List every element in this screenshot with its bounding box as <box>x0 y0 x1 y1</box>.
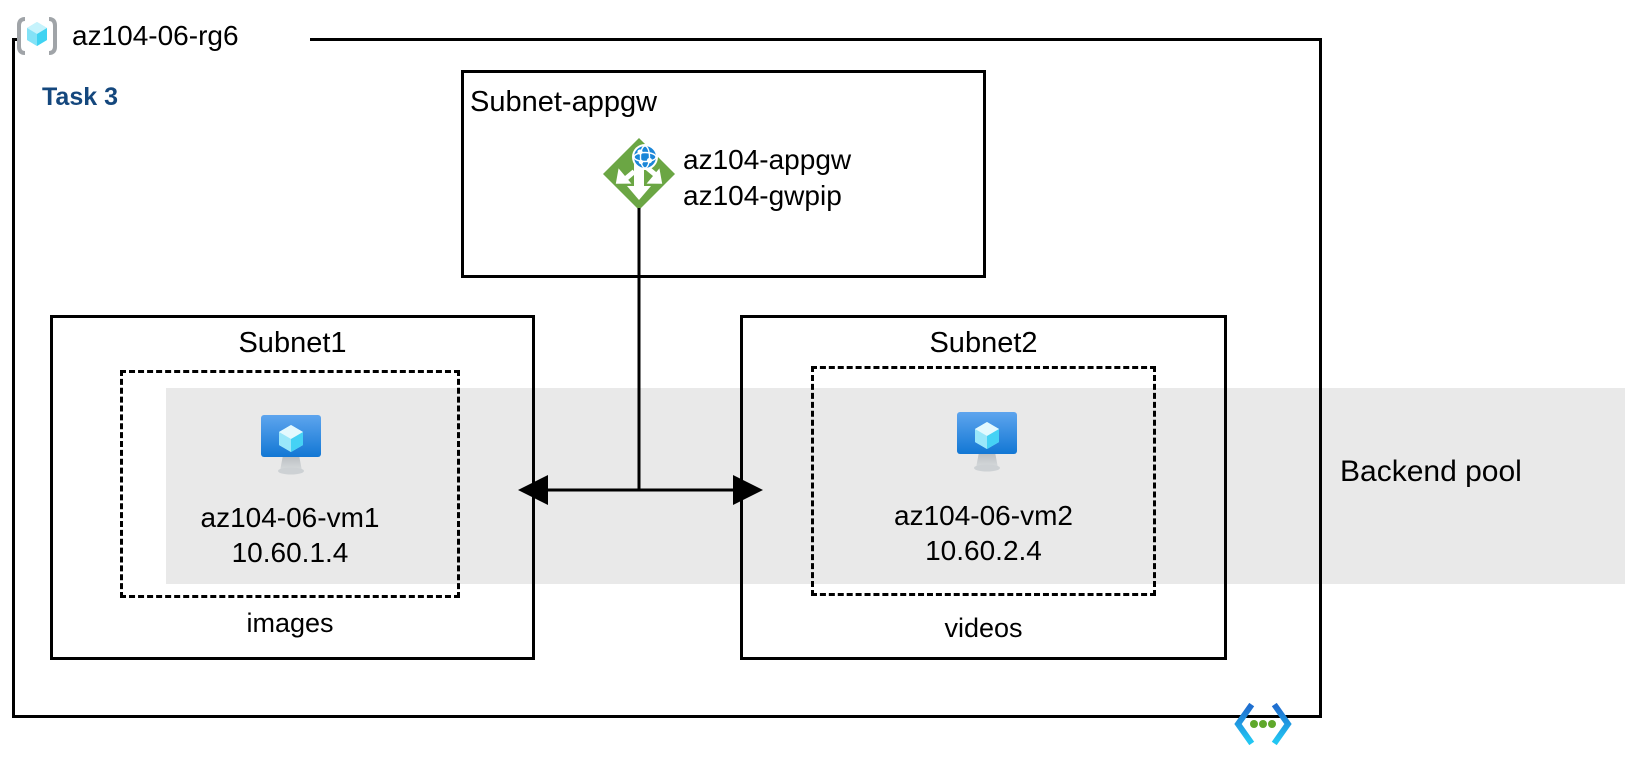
vm1-name: az104-06-vm1 <box>200 502 380 533</box>
subnet1-title: Subnet1 <box>238 327 347 359</box>
subnet1-vm-labels: az104-06-vm1 10.60.1.4 <box>120 500 460 570</box>
vm1-ip: 10.60.1.4 <box>231 537 349 568</box>
subnet-appgw-title: Subnet-appgw <box>470 86 658 118</box>
appgw-name: az104-appgw <box>683 144 852 175</box>
resource-group-boundary <box>12 38 1322 718</box>
subnet1-vm-group <box>120 370 460 598</box>
backend-pool-label: Backend pool <box>1340 455 1522 488</box>
vm2-name: az104-06-vm2 <box>894 500 1073 531</box>
subnet2-title: Subnet2 <box>929 327 1038 359</box>
vm2-ip: 10.60.2.4 <box>925 535 1042 566</box>
resource-group-title-gap <box>20 24 310 54</box>
subnet2-vm-labels: az104-06-vm2 10.60.2.4 <box>811 498 1156 568</box>
task-label: Task 3 <box>42 83 118 111</box>
subnet2-vm-group <box>811 366 1156 596</box>
resource-group-header: az104-06-rg6 <box>14 6 239 66</box>
resource-group-name: az104-06-rg6 <box>72 20 239 51</box>
virtual-machine-icon <box>949 402 1025 483</box>
application-gateway-icon <box>601 136 677 217</box>
gwpip-name: az104-gwpip <box>683 180 842 212</box>
subnet2-caption: videos <box>944 613 1023 643</box>
virtual-machine-icon <box>253 405 329 486</box>
application-gateway-labels: az104-appgw az104-gwpip <box>683 142 851 215</box>
azure-resource-group-icon <box>14 14 60 58</box>
code-brackets-icon <box>1232 700 1294 753</box>
subnet1-caption: images <box>246 608 334 638</box>
subnet-appgw-boundary <box>461 70 986 278</box>
backend-pool-band <box>166 388 1625 584</box>
